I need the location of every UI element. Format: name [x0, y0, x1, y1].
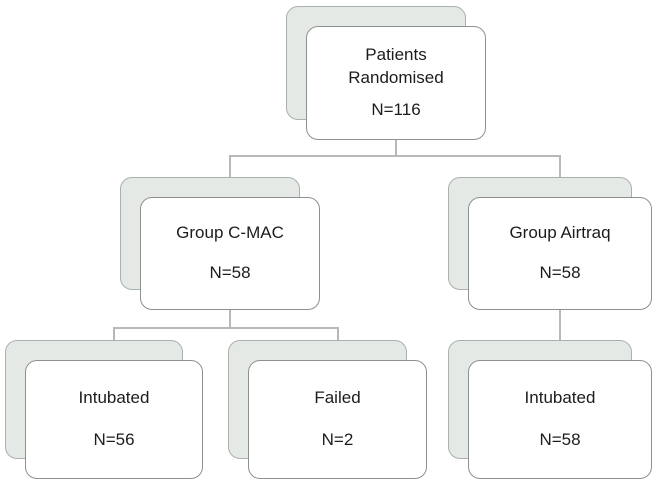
node-count: N=58	[539, 429, 581, 449]
node-card: Group Airtraq N=58	[468, 197, 652, 310]
flow-node-cmac-intubated: Intubated N=56	[5, 340, 203, 479]
node-label: Patients Randomised	[348, 45, 444, 87]
node-label: Group Airtraq	[509, 223, 611, 243]
node-label: Intubated	[78, 388, 150, 408]
node-label: Intubated	[524, 388, 596, 408]
node-count: N=58	[209, 262, 251, 282]
node-count: N=56	[93, 429, 135, 449]
node-count: N=58	[539, 262, 581, 282]
flow-node-patients-randomised: Patients Randomised N=116	[286, 6, 486, 140]
flow-node-cmac-failed: Failed N=2	[228, 340, 427, 479]
node-label: Failed	[314, 388, 361, 408]
node-count: N=2	[321, 429, 354, 449]
flow-node-group-cmac: Group C-MAC N=58	[120, 177, 320, 310]
flow-node-group-airtraq: Group Airtraq N=58	[448, 177, 652, 310]
node-card: Patients Randomised N=116	[306, 26, 486, 140]
node-count: N=116	[371, 100, 421, 119]
node-card: Intubated N=56	[25, 360, 203, 479]
node-card: Failed N=2	[248, 360, 427, 479]
node-label: Group C-MAC	[176, 223, 284, 243]
flow-node-airtraq-intubated: Intubated N=58	[448, 340, 652, 479]
node-card: Group C-MAC N=58	[140, 197, 320, 310]
node-card: Intubated N=58	[468, 360, 652, 479]
